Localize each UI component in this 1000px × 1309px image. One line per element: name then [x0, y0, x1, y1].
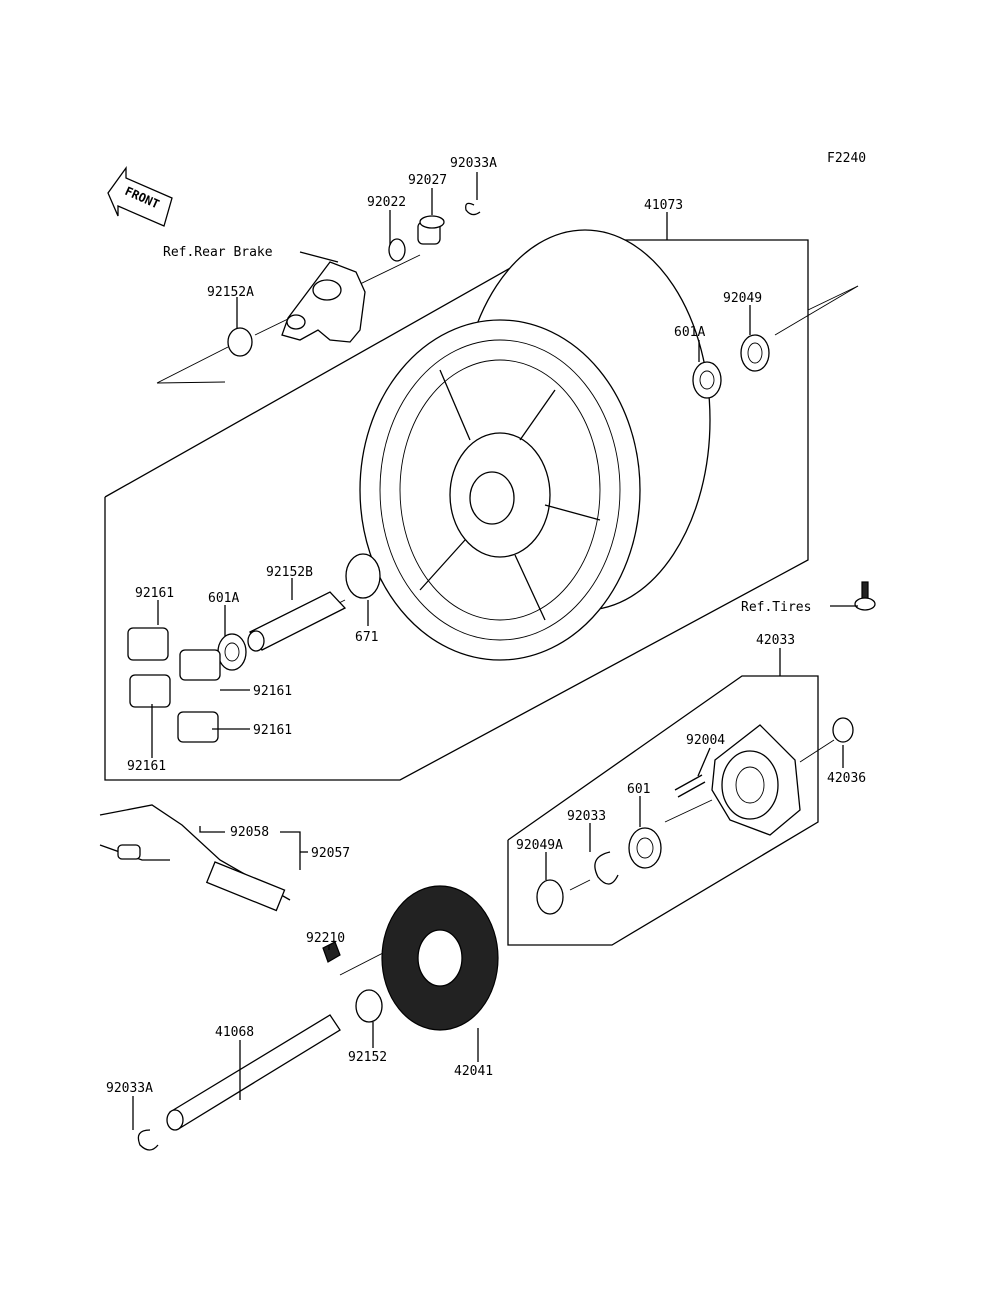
stud-92004 — [674, 774, 706, 798]
hub-42033 — [711, 724, 801, 836]
collar-92027 — [417, 215, 445, 245]
dampers-92161 — [127, 627, 221, 743]
callout-601: 601 — [627, 782, 650, 797]
callout-92161-a: 92161 — [135, 586, 174, 601]
callout-92022: 92022 — [367, 195, 406, 210]
callout-92033A-bottom: 92033A — [106, 1081, 153, 1096]
collar-92152B — [247, 591, 347, 652]
callout-92152: 92152 — [348, 1050, 387, 1065]
callout-42033: 42033 — [756, 633, 795, 648]
callout-92152B: 92152B — [266, 565, 313, 580]
callout-671: 671 — [355, 630, 378, 645]
sprocket-42041 — [381, 885, 499, 1031]
callout-92004: 92004 — [686, 733, 725, 748]
bearing-601A-left — [217, 633, 247, 671]
rear-wheel-41073 — [359, 229, 711, 661]
figure-code: F2240 — [827, 151, 866, 166]
callout-92161-d: 92161 — [127, 759, 166, 774]
o-ring-671 — [345, 553, 381, 599]
axle-41068 — [166, 1014, 341, 1131]
callout-92161-c: 92161 — [253, 723, 292, 738]
hub-assembly-box — [507, 675, 819, 946]
callout-92058: 92058 — [230, 825, 269, 840]
callout-601A-top: 601A — [674, 325, 705, 340]
leader-lines — [132, 172, 858, 1130]
tire-valve — [854, 581, 876, 611]
callout-42041: 42041 — [454, 1064, 493, 1079]
callout-41068: 41068 — [215, 1025, 254, 1040]
rear-brake-bracket — [281, 261, 366, 343]
circlip-92033A-bottom — [137, 1129, 159, 1151]
callout-92152A: 92152A — [207, 285, 254, 300]
bearing-601A-top — [692, 361, 722, 399]
chain-92057 — [99, 804, 291, 912]
callout-601A-left: 601A — [208, 591, 239, 606]
collar-42036 — [832, 717, 854, 743]
callout-92049: 92049 — [723, 291, 762, 306]
callout-92057: 92057 — [311, 846, 350, 861]
ring-92022 — [388, 238, 406, 262]
nut-92210 — [322, 941, 341, 963]
callout-92033: 92033 — [567, 809, 606, 824]
seal-92049A — [536, 879, 564, 915]
circlip-92033A-top — [465, 202, 481, 216]
callout-42036: 42036 — [827, 771, 866, 786]
callout-41073: 41073 — [644, 198, 683, 213]
callout-92049A: 92049A — [516, 838, 563, 853]
circlip-92033 — [594, 851, 619, 885]
bearing-601 — [628, 827, 662, 869]
callout-92161-b: 92161 — [253, 684, 292, 699]
callout-92033A-top: 92033A — [450, 156, 497, 171]
collar-92152 — [355, 989, 383, 1023]
ref-tires-label: Ref.Tires — [741, 600, 811, 615]
callout-92027: 92027 — [408, 173, 447, 188]
ref-rear-brake-label: Ref.Rear Brake — [163, 245, 273, 260]
seal-92049 — [740, 334, 770, 372]
collar-92152A — [227, 327, 253, 357]
front-arrow-icon: FRONT — [107, 165, 173, 227]
callout-92210: 92210 — [306, 931, 345, 946]
